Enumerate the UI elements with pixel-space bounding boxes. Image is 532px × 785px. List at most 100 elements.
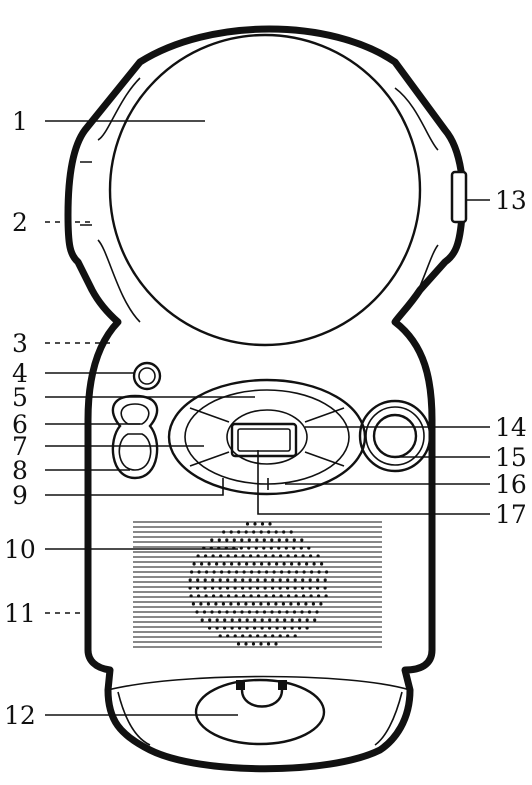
grille-dot — [305, 562, 309, 566]
base-rim-line — [107, 675, 411, 691]
grille-dot — [226, 586, 230, 590]
grille-dot — [188, 578, 192, 582]
grille-dot — [300, 538, 304, 542]
grille-dot — [211, 554, 215, 558]
grille-dot — [286, 634, 290, 638]
grille-dot — [225, 538, 229, 542]
base-inner-left — [117, 691, 151, 746]
grille-dot — [287, 594, 291, 598]
grille-dot — [253, 522, 257, 526]
grille-dot — [191, 602, 195, 606]
grille-dot — [241, 634, 245, 638]
grille-dot — [293, 634, 297, 638]
grille-dot — [239, 546, 243, 550]
callout-8: 8 — [12, 456, 28, 485]
grille-dot — [277, 610, 282, 614]
figure-eight-upper — [120, 403, 150, 425]
grille-dot — [244, 530, 248, 534]
grille-dot — [301, 554, 305, 558]
grille-dot — [308, 586, 312, 590]
pad-divider-br — [304, 451, 345, 467]
grille-dot — [293, 586, 297, 590]
grille-dot — [219, 554, 223, 558]
left-ear-seam — [80, 161, 92, 226]
grille-dot — [292, 610, 297, 614]
grille-dot — [230, 618, 234, 622]
grille-dot — [196, 578, 200, 582]
grille-dot — [282, 530, 286, 534]
grille-dot — [320, 562, 324, 566]
pad-divider-bl — [189, 451, 230, 467]
grille-dot — [223, 618, 227, 622]
round-button-outer — [358, 399, 432, 473]
base-cradle — [194, 678, 326, 746]
grille-dot — [240, 538, 244, 542]
grille-dot — [263, 586, 267, 590]
grille-dot — [260, 618, 264, 622]
grille-dot — [215, 626, 219, 630]
figure-eight-lower — [118, 433, 152, 471]
grille-dot — [324, 594, 328, 598]
grille-dot — [248, 586, 252, 590]
grille-dot — [242, 570, 246, 574]
grille-dot — [218, 586, 222, 590]
side-knob — [450, 170, 468, 224]
grille-dot — [247, 610, 252, 614]
grille-dot — [188, 586, 192, 590]
grille-dot — [263, 578, 267, 582]
grille-dot — [249, 554, 253, 558]
grille-dot — [270, 610, 274, 614]
round-button-ring — [365, 406, 425, 466]
left-ear-inner — [97, 77, 141, 323]
grille-dot — [309, 594, 313, 598]
grille-dot — [227, 570, 231, 574]
grille-dot — [259, 642, 263, 646]
display-window-inner — [237, 428, 291, 452]
grille-dot — [259, 602, 263, 606]
grille-dot — [234, 554, 238, 558]
grille-dot — [189, 594, 193, 598]
grille-dot — [294, 594, 298, 598]
grille-dot — [307, 610, 312, 614]
grille-dot — [212, 570, 216, 574]
grille-dot — [271, 586, 275, 590]
grille-dot — [310, 570, 314, 574]
grille-dot — [290, 626, 294, 630]
grille-dot — [221, 602, 225, 606]
grille-dot — [222, 562, 226, 566]
grille-dot — [267, 562, 271, 566]
grille-dot — [299, 546, 303, 550]
grille-dot — [297, 562, 301, 566]
grille-dot — [307, 546, 311, 550]
control-pad-ring — [184, 389, 350, 485]
grille-dot — [311, 602, 315, 606]
grille-dot — [207, 562, 211, 566]
grille-dot — [287, 570, 291, 574]
grille-dot — [190, 570, 194, 574]
grille-dot — [197, 594, 201, 598]
grille-dot — [206, 602, 210, 606]
callout-9: 9 — [12, 481, 28, 510]
grille-dot — [236, 602, 240, 606]
grille-dot — [315, 610, 319, 614]
grille-dot — [300, 610, 304, 614]
grille-dot — [286, 554, 290, 558]
grille-dot — [217, 610, 222, 614]
grille-dot — [268, 618, 272, 622]
grille-dot — [262, 538, 266, 542]
grille-dot — [226, 554, 230, 558]
grille-dot — [313, 618, 317, 622]
grille-dot — [211, 578, 215, 582]
callout-17: 17 — [495, 500, 527, 529]
callout-4: 4 — [12, 359, 28, 388]
grille-dot — [257, 570, 261, 574]
grille-dot — [270, 538, 274, 542]
grille-dot — [208, 618, 212, 622]
grille-dot — [323, 586, 327, 590]
speaker-grille — [133, 521, 382, 648]
grille-dot — [218, 578, 222, 582]
base-inner-right — [374, 691, 403, 746]
grille-dot — [252, 530, 256, 534]
callout-1: 1 — [12, 107, 28, 136]
